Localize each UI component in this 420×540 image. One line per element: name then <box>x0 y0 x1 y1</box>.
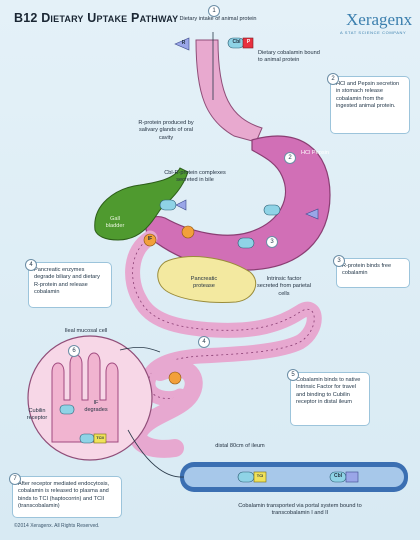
cbl-tag: Cbl <box>232 39 241 45</box>
step-4-badge: 4 <box>25 259 37 271</box>
step-7-badge: 7 <box>9 473 21 485</box>
label-cell: Ileal mucosal cell <box>64 328 108 334</box>
tcii-tag: TCII <box>96 435 104 440</box>
label-cubilin: Cubilin receptor <box>26 408 48 422</box>
arrow-cell <box>119 346 161 353</box>
label-pancreas: Pancreatic protease <box>190 276 218 290</box>
pancreas-shape <box>157 256 257 303</box>
cbl-p-complex <box>227 37 254 49</box>
vessel-cbl-tag: Cbl <box>333 473 343 479</box>
step-5-text: Cobalamin binds to native Intrinsic Fact… <box>296 377 361 406</box>
p-tag: P <box>246 39 251 45</box>
label-intake: Dietary intake of animal protein <box>179 16 257 22</box>
step-2-badge-inline: 2 <box>284 152 296 164</box>
step-3-text: R-protein binds free cobalamin <box>342 263 392 277</box>
step-3-badge: 3 <box>333 255 345 267</box>
label-bound: Dietary cobalamin bound to animal protei… <box>258 50 320 64</box>
step-4-box: 4 Pancreatic enzymes degrade biliary and… <box>25 259 112 308</box>
cbl-in-stomach <box>237 204 319 249</box>
step-3-box: 3 R-protein binds free cobalamin <box>333 255 410 288</box>
gall-bladder-shape <box>94 167 189 241</box>
label-rprotein: R-protein produced by salivary glands of… <box>138 120 194 141</box>
cbl-r-bile <box>159 199 187 211</box>
page-title: B12 Dietary Uptake Pathway <box>14 11 179 25</box>
r-protein-marker <box>174 37 190 51</box>
step-6-badge: 6 <box>68 345 80 357</box>
label-hcl: HCl Pepsin <box>301 150 329 156</box>
step-7-box: 7 After receptor mediated endocytosis, c… <box>9 473 122 518</box>
arrow-uptake <box>127 429 185 478</box>
vessel-cbl-tc <box>237 471 359 483</box>
label-intrinsic: Intrinsic factor secreted from parietal … <box>256 276 312 297</box>
cell-cbl-tcii <box>59 404 107 444</box>
brand-logo: Xeragenx <box>346 10 413 29</box>
step-5-badge: 5 <box>287 369 299 381</box>
label-degrades: IF degrades <box>84 400 108 414</box>
label-complex: Cbl-R-protein complexes secreted in bile <box>164 170 226 184</box>
step-4-badge-inline: 4 <box>198 336 210 348</box>
copyright: ©2014 Xeragenx. All Rights Reserved. <box>14 523 100 529</box>
step-2-text: HCl and Pepsin secretion in stomach rele… <box>336 81 400 110</box>
if-tag: IF <box>147 236 153 242</box>
label-distal: distal 80cm of ileum <box>215 443 265 449</box>
step-7-text: After receptor mediated endocytosis, cob… <box>18 481 110 510</box>
label-gall: Gall bladder <box>105 216 125 230</box>
step-5-box: 5 Cobalamin binds to native Intrinsic Fa… <box>287 369 370 426</box>
villi <box>51 352 119 443</box>
step-1-badge: 1 <box>208 5 220 17</box>
label-transport: Cobalamin transported via portal system … <box>238 503 362 517</box>
step-3-badge-inline: 3 <box>266 236 278 248</box>
ileum <box>129 359 203 458</box>
if-markers <box>143 225 195 385</box>
step-2-box: 2 HCl and Pepsin secretion in stomach re… <box>327 73 410 134</box>
step-4-text: Pancreatic enzymes degrade biliary and d… <box>34 267 100 296</box>
esophagus <box>195 39 263 143</box>
brand-tagline: A STAT SCIENCE COMPANY <box>340 30 407 35</box>
r-tag: R <box>181 40 186 46</box>
tci-tag: TCI <box>256 473 264 478</box>
step-2-badge: 2 <box>327 73 339 85</box>
